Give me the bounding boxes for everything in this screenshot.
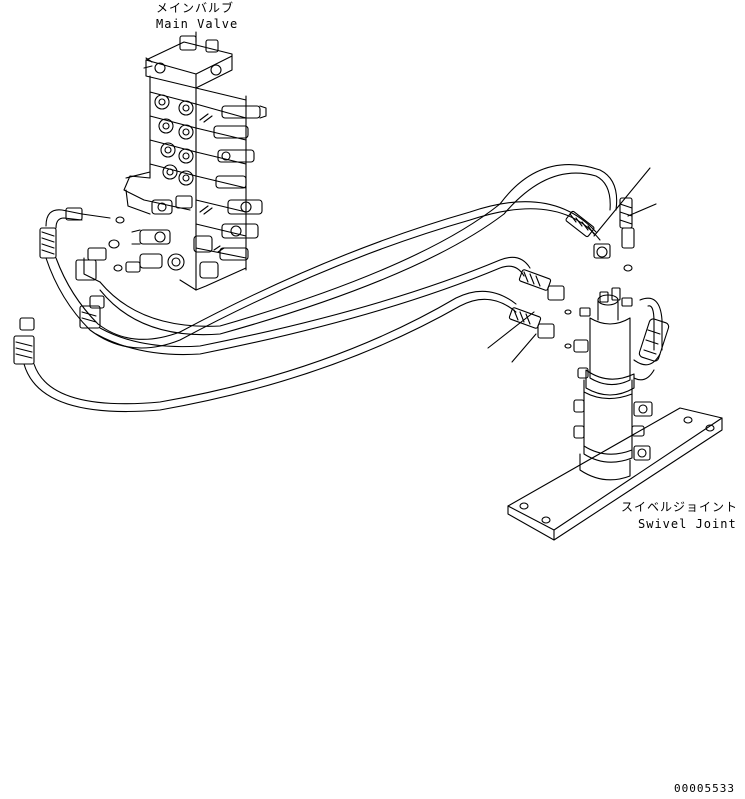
main-valve-label-jp: メインバルブ xyxy=(156,1,235,15)
drawing-number: 00005533 xyxy=(674,782,735,795)
hydraulic-hoses xyxy=(24,165,617,412)
swivel-side-fittings xyxy=(488,168,656,362)
valve-side-fittings xyxy=(14,208,140,364)
swivel-joint-label-en: Swivel Joint xyxy=(638,517,737,531)
swivel-joint xyxy=(508,288,722,540)
main-valve-label-en: Main Valve xyxy=(156,17,239,31)
main-valve xyxy=(124,32,266,290)
swivel-joint-label-jp: スイベルジョイント xyxy=(621,500,739,514)
